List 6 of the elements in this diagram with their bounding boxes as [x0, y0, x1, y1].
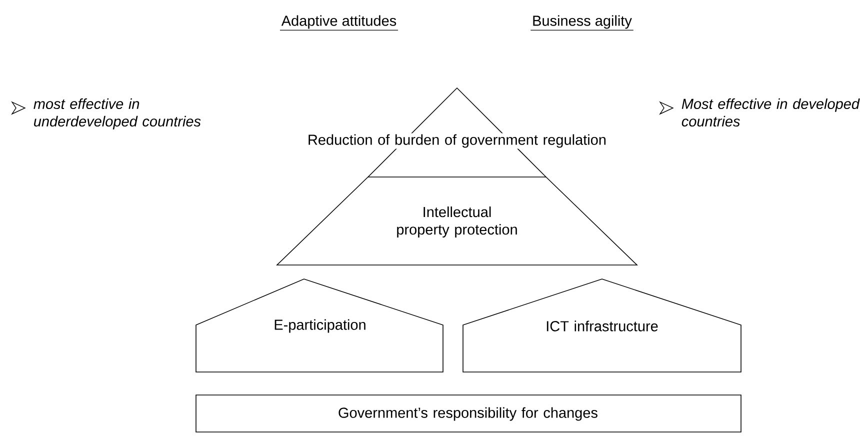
- bullet-text: Most effective in developed countries: [682, 98, 860, 127]
- underlined-heading: Adaptive attitudes: [280, 15, 398, 30]
- underlined-heading: Business agility: [530, 15, 634, 30]
- bullet-text: most effective in underdeveloped countries: [34, 98, 201, 130]
- rectangle-box: Government’s responsibility for changes: [196, 394, 742, 432]
- node-label: Reduction of burden of government regulation: [308, 134, 606, 148]
